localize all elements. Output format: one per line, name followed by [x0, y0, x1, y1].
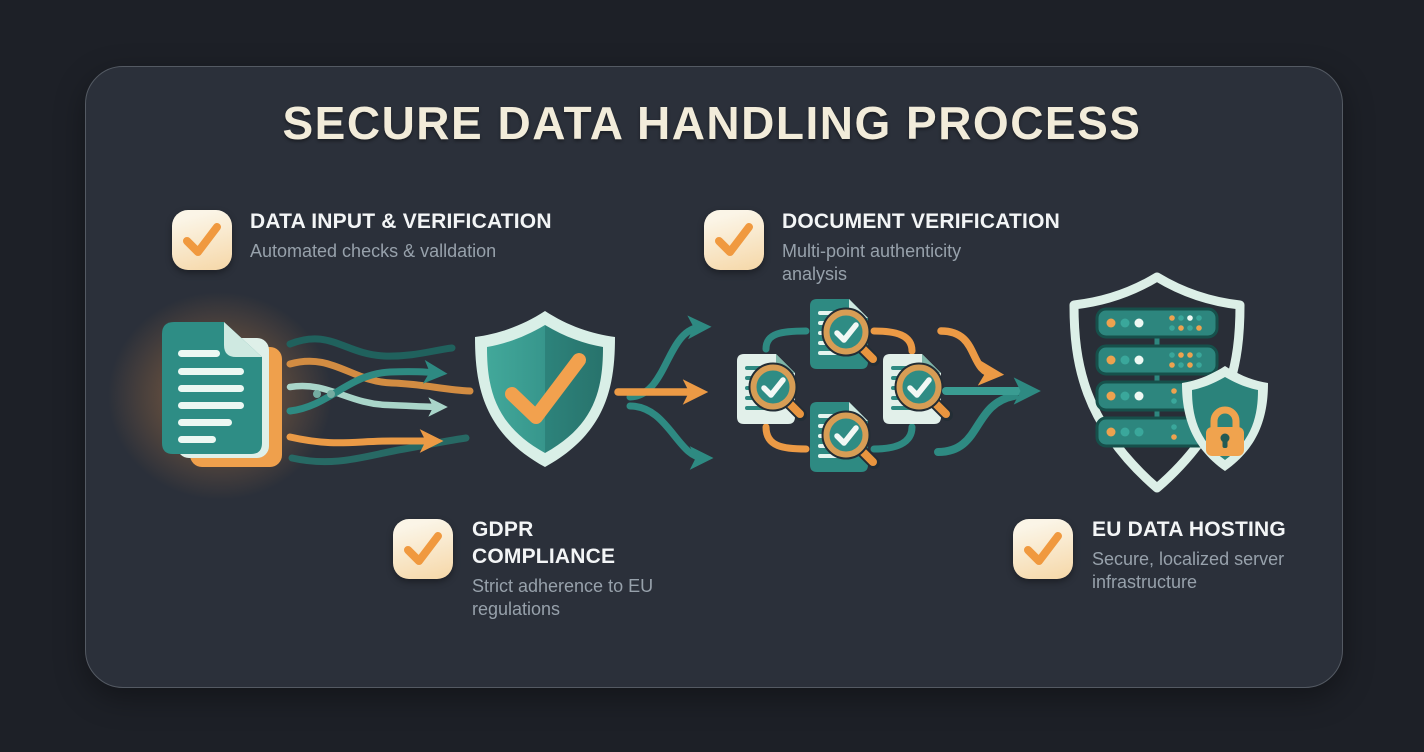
step-subtitle: Multi-point authenticity analysis — [782, 241, 962, 284]
check-badge-icon — [393, 519, 453, 579]
check-badge-icon — [172, 210, 232, 270]
step-data-input: DATA INPUT & VERIFICATION Automated chec… — [250, 208, 610, 263]
step-subtitle: Automated checks & valldation — [250, 241, 497, 261]
step-eu-data-hosting: EU DATA HOSTING Secure, localized server… — [1092, 516, 1332, 594]
check-badge-icon — [704, 210, 764, 270]
check-icon — [183, 223, 221, 256]
main-panel — [85, 66, 1343, 688]
step-title: GDPR COMPLIANCE — [472, 518, 616, 568]
step-document-verification: DOCUMENT VERIFICATION Multi-point authen… — [782, 208, 1112, 286]
step-title: EU DATA HOSTING — [1092, 518, 1286, 541]
step-gdpr-compliance: GDPR COMPLIANCE Strict adherence to EU r… — [472, 516, 702, 621]
step-subtitle: Secure, localized server infrastructure — [1092, 549, 1285, 592]
step-title: DOCUMENT VERIFICATION — [782, 210, 1060, 233]
step-title: DATA INPUT & VERIFICATION — [250, 210, 552, 233]
check-icon — [1024, 532, 1062, 565]
check-icon — [715, 223, 753, 256]
check-icon — [404, 532, 442, 565]
page-title: SECURE DATA HANDLING PROCESS — [282, 97, 1142, 149]
check-badge-icon — [1013, 519, 1073, 579]
step-subtitle: Strict adherence to EU regulations — [472, 576, 654, 619]
